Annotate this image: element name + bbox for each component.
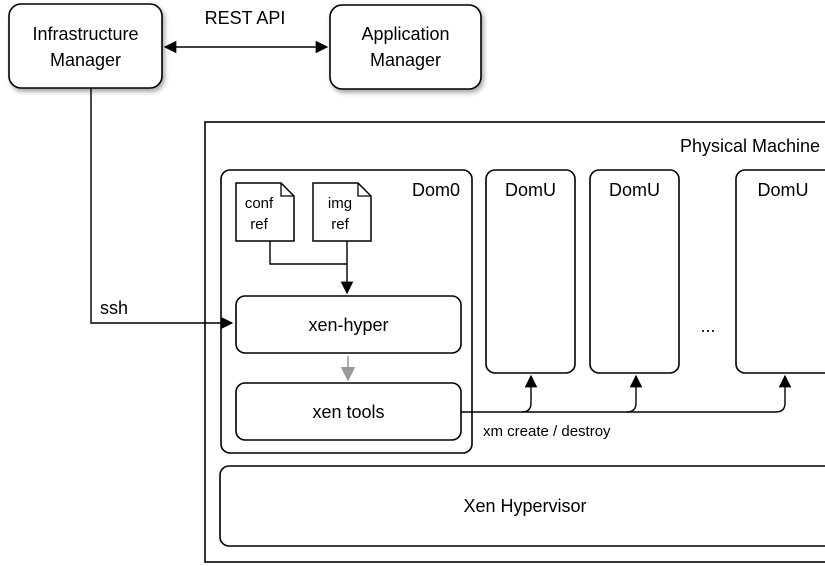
rest-api-label: REST API — [205, 8, 286, 28]
dom0-label: Dom0 — [412, 180, 460, 200]
img-ref-label-1: img — [328, 195, 352, 212]
conf-ref-label-1: conf — [245, 195, 274, 212]
xen-hyper-node: xen-hyper — [235, 295, 462, 354]
application-manager-node: Application Manager — [329, 4, 482, 90]
ssh-edge: ssh — [90, 88, 234, 330]
domu-node-3: DomU — [735, 169, 825, 374]
domu-node-2: DomU — [589, 169, 680, 374]
application-manager-label-1: Application — [361, 24, 449, 44]
xen-hyper-label: xen-hyper — [308, 315, 388, 335]
domu-label-3: DomU — [757, 180, 808, 200]
conf-ref-document: conf ref — [235, 182, 295, 242]
conf-ref-label-2: ref — [250, 216, 268, 233]
ref-to-xen-hyper-edge — [269, 241, 354, 295]
xen-tools-label: xen tools — [312, 402, 384, 422]
img-ref-label-2: ref — [331, 216, 349, 233]
xen-hypervisor-label: Xen Hypervisor — [463, 496, 586, 516]
xen-tools-node: xen tools — [235, 382, 462, 441]
xm-create-edge: xm create / destroy — [461, 374, 792, 440]
ssh-label: ssh — [100, 298, 128, 318]
physical-machine-label: Physical Machine — [680, 136, 820, 156]
domu-label-1: DomU — [505, 180, 556, 200]
domu-node-1: DomU — [485, 169, 576, 374]
infrastructure-manager-label-1: Infrastructure — [32, 24, 138, 44]
img-ref-document: img ref — [312, 182, 372, 242]
domu-ellipsis: ... — [700, 316, 715, 336]
xm-create-label: xm create / destroy — [483, 423, 611, 440]
domu-label-2: DomU — [609, 180, 660, 200]
xen-hypervisor-node: Xen Hypervisor — [219, 465, 825, 547]
infrastructure-manager-label-2: Manager — [50, 50, 121, 70]
infrastructure-manager-node: Infrastructure Manager — [8, 3, 163, 89]
rest-api-edge: REST API — [163, 8, 329, 54]
application-manager-label-2: Manager — [370, 50, 441, 70]
